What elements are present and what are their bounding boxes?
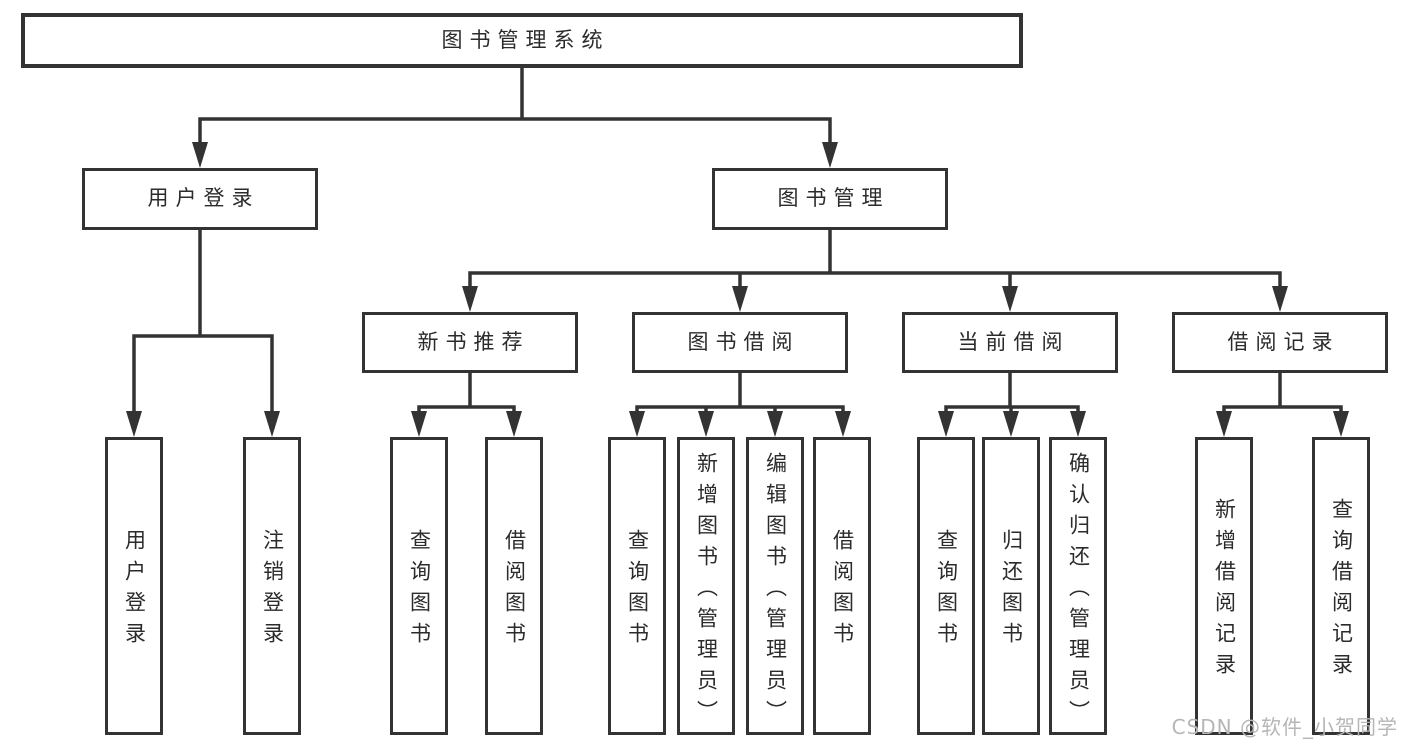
leaf-bb-query-books-label: 查询图书 bbox=[625, 529, 650, 653]
node-book-borrow-label: 图书借阅 bbox=[687, 329, 800, 354]
leaf-bb-add-books-admin-label: 新增图书（管理员） bbox=[694, 451, 719, 731]
wire-newbook-to-leaves bbox=[417, 371, 516, 415]
arrow-to-leaf-br-query bbox=[1333, 411, 1349, 437]
leaf-bb-borrow-books: 借阅图书 bbox=[813, 437, 871, 735]
arrow-to-new-book-recommend bbox=[462, 286, 478, 312]
node-book-management-label: 图书管理 bbox=[777, 186, 890, 211]
leaf-br-add-record-label: 新增借阅记录 bbox=[1212, 498, 1237, 684]
arrow-to-borrow-records bbox=[1272, 286, 1288, 312]
node-book-borrow: 图书借阅 bbox=[632, 312, 848, 373]
leaf-logout: 注销登录 bbox=[243, 437, 301, 735]
arrow-to-leaf-br-add bbox=[1216, 411, 1232, 437]
leaf-br-query-record-label: 查询借阅记录 bbox=[1329, 498, 1354, 684]
node-root-label: 图书管理系统 bbox=[441, 27, 610, 52]
wire-currentborrow-to-leaves bbox=[944, 371, 1080, 415]
leaf-cb-return-books: 归还图书 bbox=[982, 437, 1040, 735]
leaf-nb-borrow-books: 借阅图书 bbox=[485, 437, 543, 735]
leaf-bb-query-books: 查询图书 bbox=[608, 437, 666, 735]
node-user-login: 用户登录 bbox=[82, 168, 318, 230]
arrow-to-leaf-logout bbox=[264, 411, 280, 437]
arrow-to-leaf-bb-borrow bbox=[835, 411, 851, 437]
leaf-cb-return-books-label: 归还图书 bbox=[999, 529, 1024, 653]
node-book-management: 图书管理 bbox=[712, 168, 948, 230]
node-borrow-records-label: 借阅记录 bbox=[1227, 329, 1340, 354]
leaf-nb-query-books: 查询图书 bbox=[390, 437, 448, 735]
node-borrow-records: 借阅记录 bbox=[1172, 312, 1388, 373]
arrow-to-leaf-cb-return bbox=[1003, 411, 1019, 437]
leaf-bb-edit-books-admin: 编辑图书（管理员） bbox=[746, 437, 804, 735]
leaf-bb-borrow-books-label: 借阅图书 bbox=[830, 529, 855, 653]
watermark-text: CSDN @软件_小贺同学 bbox=[1171, 715, 1398, 739]
arrow-to-leaf-nb-query bbox=[411, 411, 427, 437]
leaf-br-query-record: 查询借阅记录 bbox=[1312, 437, 1370, 735]
node-current-borrow: 当前借阅 bbox=[902, 312, 1118, 373]
arrow-to-book-borrow bbox=[732, 286, 748, 312]
node-root: 图书管理系统 bbox=[21, 13, 1023, 68]
arrow-to-book-management bbox=[822, 142, 838, 168]
leaf-cb-query-books: 查询图书 bbox=[917, 437, 975, 735]
leaf-cb-confirm-return-admin: 确认归还（管理员） bbox=[1049, 437, 1107, 735]
wire-bookborrow-to-leaves bbox=[635, 371, 845, 415]
node-new-book-recommend: 新书推荐 bbox=[362, 312, 578, 373]
wire-userlogin-to-leaves bbox=[132, 228, 274, 415]
arrowheads bbox=[126, 142, 1349, 437]
leaf-nb-query-books-label: 查询图书 bbox=[407, 529, 432, 653]
arrow-to-leaf-user-login bbox=[126, 411, 142, 437]
leaf-cb-confirm-return-admin-label: 确认归还（管理员） bbox=[1066, 451, 1091, 731]
arrow-to-leaf-cb-query bbox=[938, 411, 954, 437]
arrow-to-leaf-bb-query bbox=[629, 411, 645, 437]
wire-bookmgmt-to-level3 bbox=[468, 228, 1282, 290]
leaf-br-add-record: 新增借阅记录 bbox=[1195, 437, 1253, 735]
leaf-cb-query-books-label: 查询图书 bbox=[934, 529, 959, 653]
arrow-to-leaf-nb-borrow bbox=[506, 411, 522, 437]
node-current-borrow-label: 当前借阅 bbox=[957, 329, 1070, 354]
arrow-to-user-login bbox=[192, 142, 208, 168]
node-new-book-recommend-label: 新书推荐 bbox=[417, 329, 530, 354]
leaf-user-login-label: 用户登录 bbox=[122, 529, 147, 653]
node-user-login-label: 用户登录 bbox=[147, 186, 260, 211]
leaf-logout-label: 注销登录 bbox=[260, 529, 285, 653]
leaf-user-login: 用户登录 bbox=[105, 437, 163, 735]
arrow-to-current-borrow bbox=[1002, 286, 1018, 312]
wire-records-to-leaves bbox=[1222, 371, 1343, 415]
arrow-to-leaf-bb-add bbox=[698, 411, 714, 437]
arrow-to-leaf-bb-edit bbox=[767, 411, 783, 437]
wire-root-to-level2 bbox=[198, 66, 832, 146]
leaf-bb-edit-books-admin-label: 编辑图书（管理员） bbox=[763, 451, 788, 731]
arrow-to-leaf-cb-confirm bbox=[1070, 411, 1086, 437]
leaf-nb-borrow-books-label: 借阅图书 bbox=[502, 529, 527, 653]
leaf-bb-add-books-admin: 新增图书（管理员） bbox=[677, 437, 735, 735]
